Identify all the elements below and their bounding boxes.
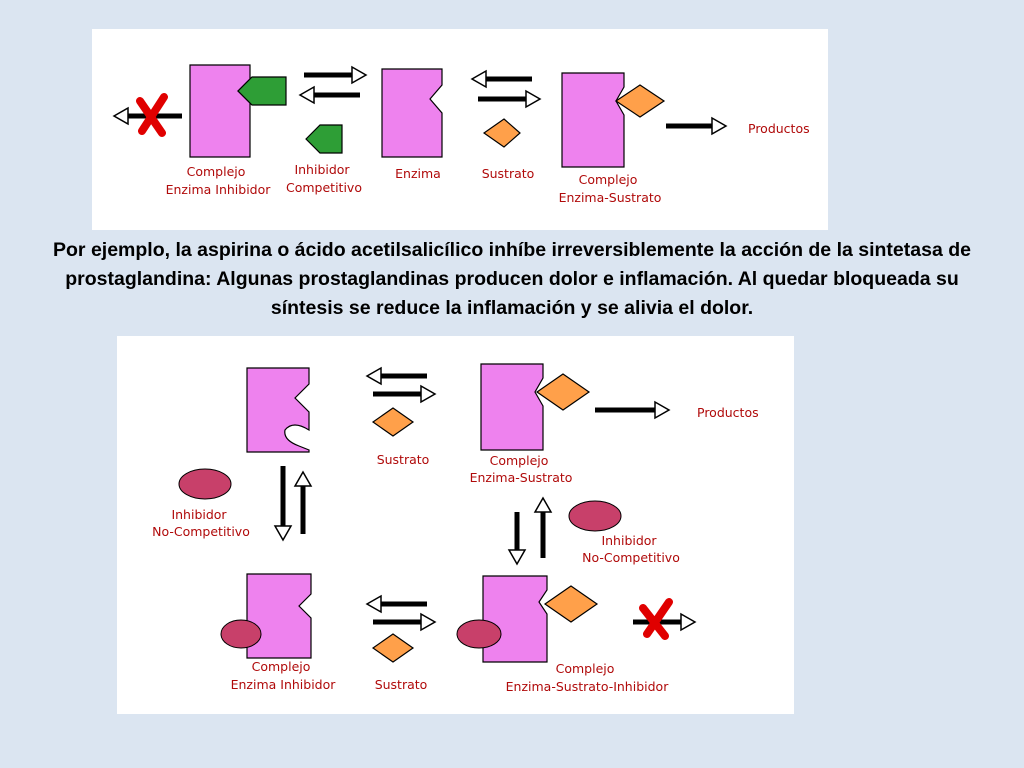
complex-esi-label: Complejo Enzima-Sustrato-Inhibidor	[506, 661, 670, 694]
blocked-x-icon	[633, 598, 697, 640]
blocked-x-icon	[112, 93, 182, 137]
noncompetitive-left-label: Inhibidor No-Competitivo	[152, 507, 250, 539]
reversible-arrows-icon	[507, 496, 553, 566]
complex-es-label: Complejo Enzima-Sustrato	[470, 453, 573, 485]
reversible-arrows-icon	[470, 69, 542, 109]
competitive-inhibition-diagram: Productos Complejo Enzima Inhibidor Inhi…	[92, 29, 828, 230]
substrate-bound-icon	[614, 84, 666, 118]
competitive-inhibitor-free-icon	[305, 124, 343, 154]
substrate-label: Sustrato	[482, 166, 535, 181]
substrate-diamond-icon	[482, 118, 521, 148]
enzyme-ei-complex-icon	[246, 573, 312, 659]
competitive-inhibition-svg: Productos Complejo Enzima Inhibidor Inhi…	[112, 64, 810, 205]
substrate-diamond-icon	[371, 633, 415, 663]
substrate-bound-icon	[543, 585, 599, 623]
substrate-top-label: Sustrato	[377, 452, 430, 467]
substrate-bottom-label: Sustrato	[375, 677, 428, 692]
reversible-arrows-icon	[273, 466, 313, 542]
enzyme-free-icon	[381, 68, 443, 158]
enzyme-free-icon	[246, 367, 310, 453]
reaction-arrow-icon	[666, 116, 728, 136]
products-label: Productos	[697, 405, 759, 420]
noncompetitive-inhibitor-icon	[178, 468, 232, 500]
noncompetitive-right-label: Inhibidor No-Competitivo	[582, 533, 680, 565]
reversible-arrows-icon	[365, 594, 437, 632]
noncompetitive-inhibitor-icon	[568, 500, 622, 532]
noncompetitive-inhibitor-bound-icon	[220, 619, 262, 649]
competitive-inhibitor-icon	[237, 76, 287, 106]
competitive-inhibitor-label: Inhibidor Competitivo	[286, 162, 362, 195]
complex-ei-label: Complejo Enzima Inhibidor	[231, 659, 337, 692]
noncompetitive-inhibition-svg: Productos Sustrato Complejo Enzima-Sustr…	[152, 363, 759, 694]
substrate-bound-icon	[535, 373, 591, 411]
noncompetitive-inhibitor-bound-icon	[456, 619, 502, 649]
enzyme-es-complex-icon	[480, 363, 544, 451]
products-label: Productos	[748, 121, 810, 136]
reversible-arrows-icon	[365, 366, 437, 404]
enzyme-es-complex-icon	[561, 72, 625, 168]
reversible-arrows-icon	[298, 65, 368, 105]
enzyme-shape-icon	[189, 64, 251, 158]
enzyme-esi-complex-icon	[482, 575, 548, 663]
enzyme-label: Enzima	[395, 166, 441, 181]
noncompetitive-inhibition-diagram: Productos Sustrato Complejo Enzima-Sustr…	[117, 336, 794, 714]
substrate-diamond-icon	[371, 407, 415, 437]
complex-ei-label: Complejo Enzima Inhibidor	[166, 164, 272, 197]
complex-es-label: Complejo Enzima-Sustrato	[559, 172, 662, 205]
reaction-arrow-icon	[595, 400, 671, 420]
explanation-caption: Por ejemplo, la aspirina o ácido acetils…	[53, 239, 971, 319]
